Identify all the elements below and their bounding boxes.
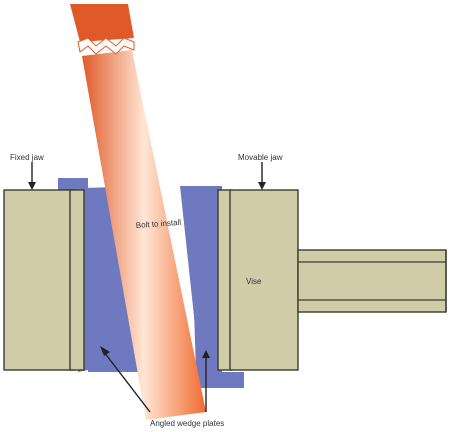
vise-label: Vise [246,277,262,286]
movable-jaw-arrowhead [258,182,266,190]
bar-break [77,37,135,55]
left-plate-arrowhead [100,346,110,356]
movable-jaw-label: Movable jaw [238,153,283,162]
movable-jaw [229,189,299,371]
right-wedge-plate-main [180,186,222,372]
wedge-plates-label: Angled wedge plates [150,419,224,428]
tilted-bar-top [70,4,134,42]
fixed-jaw-arrowhead [28,182,36,190]
right-plate-arrowhead [202,350,210,358]
fixed-jaw-face [69,189,85,371]
bar-label: Bolt to install [136,218,182,230]
fixed-jaw-label: Fixed jaw [10,153,44,162]
fixed-jaw [3,189,75,371]
vise-screw [297,249,447,313]
left-plate-pointer [103,351,151,413]
tilted-bar [82,50,206,420]
